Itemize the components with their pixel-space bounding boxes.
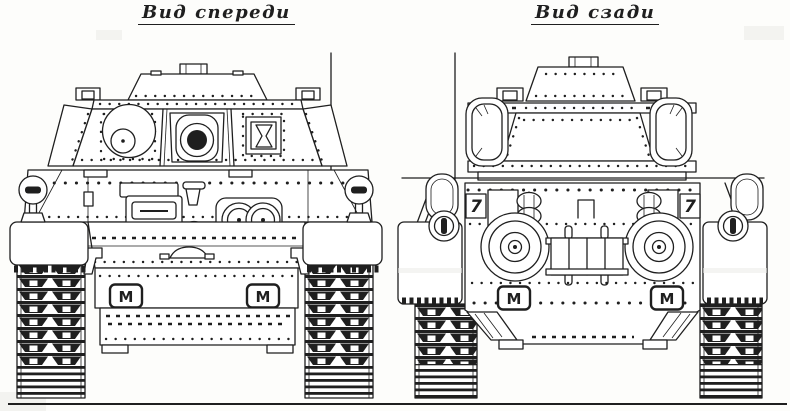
muffler-left: [480, 212, 550, 282]
fender-right: [702, 221, 768, 305]
paper-smudge: [96, 30, 122, 40]
commander-cupola: [127, 63, 268, 101]
small-fitting: [83, 191, 94, 207]
turret-rear: [465, 87, 697, 181]
center-bracket: [577, 199, 595, 219]
front-view-caption: Вид спереди: [138, 2, 295, 25]
muffler-right: [624, 212, 694, 282]
tow-bracket-left: [496, 285, 532, 311]
rear-view-caption: Вид сзади: [531, 2, 660, 25]
stowage-bin-right: [649, 97, 693, 167]
vision-port: [241, 112, 286, 158]
stowage-bin-left: [465, 97, 509, 167]
fender-left: [9, 221, 89, 273]
headlight-right: [344, 175, 374, 223]
hull-bracket: [182, 181, 206, 190]
convoy-light-right: [717, 210, 749, 242]
paper-smudge: [744, 26, 784, 40]
driver-visor: [119, 182, 183, 226]
headlight-left: [18, 175, 48, 223]
exhaust-grille: [545, 225, 629, 286]
tow-bracket-left: [108, 283, 144, 309]
gun-muzzle: [187, 130, 207, 150]
hull-rear: [401, 173, 765, 350]
rear-view-drawing: [397, 52, 768, 399]
mg-ball-mount: [99, 103, 157, 161]
convoy-light-left: [428, 210, 460, 242]
tow-shackle: [161, 246, 211, 259]
track-left: [414, 303, 478, 399]
tow-bracket-right: [245, 283, 281, 309]
fender-left: [397, 221, 463, 305]
track-left: [16, 261, 86, 399]
track-right: [304, 261, 374, 399]
fender-right: [302, 221, 383, 273]
gun-mantlet: [169, 112, 225, 163]
tow-bracket-right: [649, 285, 685, 311]
bracket-numeral-right: [679, 193, 701, 219]
bracket-numeral-left: [465, 193, 487, 219]
commander-cupola: [525, 56, 636, 102]
hull-front-lower: [83, 221, 310, 354]
track-right: [699, 303, 763, 399]
turret-front: [47, 87, 348, 167]
front-view-drawing: [9, 52, 383, 399]
